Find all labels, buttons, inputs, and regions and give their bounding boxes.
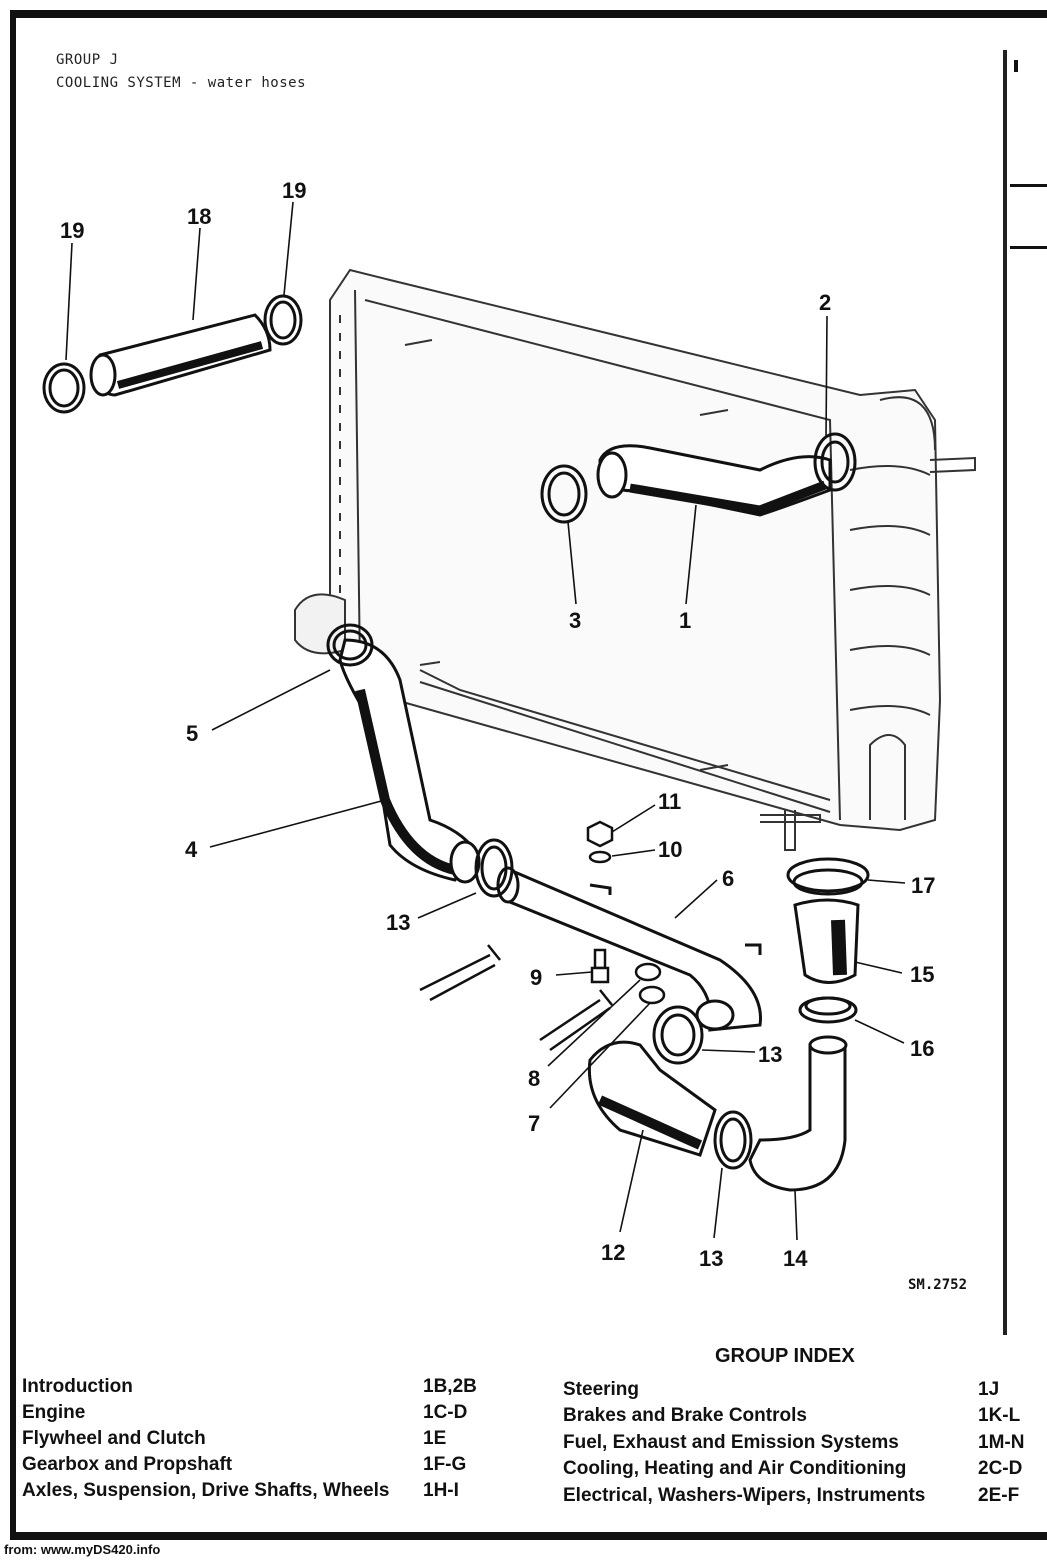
index-entry-code: 1H-I [423,1480,459,1501]
callout: 18 [187,204,211,229]
callout: 6 [722,866,734,891]
index-entry-code: 1C-D [423,1402,468,1423]
source-watermark: from: www.myDS420.info [4,1542,161,1557]
group-heading: GROUP J [56,52,119,68]
index-entry-name: Engine [22,1402,86,1423]
index-entry-name: Steering [563,1379,640,1400]
drawing-reference: SM.2752 [908,1277,968,1293]
index-entry-code: 1F-G [423,1454,467,1475]
hose-4 [326,623,481,884]
callout: 15 [910,962,934,987]
callout: 9 [530,965,542,990]
index-tab-mark [1014,60,1018,72]
index-entry-code: 1B,2B [423,1376,477,1397]
callout: 13 [758,1042,782,1067]
index-tab-mark [1010,184,1047,187]
callout: 16 [910,1036,934,1061]
section-heading: COOLING SYSTEM - water hoses [56,75,307,91]
index-entry-code: 1J [978,1379,1000,1400]
index-entry-code: 2C-D [978,1458,1023,1479]
index-entry-name: Brakes and Brake Controls [563,1405,807,1426]
page-border-left [10,10,16,1538]
index-entry-name: Flywheel and Clutch [22,1428,206,1449]
radiator-drawing [294,268,976,851]
callout: 8 [528,1066,540,1091]
index-entry-name: Cooling, Heating and Air Conditioning [563,1458,907,1479]
callout: 17 [911,873,935,898]
callout: 1 [679,608,691,633]
leader-lines [65,201,906,1241]
hose-12 [587,1005,753,1170]
index-entry-name: Electrical, Washers-Wipers, Instruments [563,1485,926,1506]
index-entry-code: 1K-L [978,1405,1021,1426]
index-entry-name: Axles, Suspension, Drive Shafts, Wheels [22,1480,390,1501]
index-entry-code: 1E [423,1428,447,1449]
hose-1 [540,432,857,524]
index-entry-code: 2E-F [978,1485,1020,1506]
hose-18 [42,294,303,414]
index-entry-name: Introduction [22,1376,133,1397]
callout: 3 [569,608,581,633]
callout: 19 [60,218,84,243]
callout: 19 [282,178,306,203]
callout: 11 [658,789,681,814]
group-index-title: GROUP INDEX [715,1345,855,1367]
pipe-6 [474,838,762,1032]
page-edge-rule [1003,50,1007,1335]
index-entry-name: Fuel, Exhaust and Emission Systems [563,1432,899,1453]
small-parts [419,820,666,1052]
callout: 13 [386,910,410,935]
callout-labels: 19 18 19 2 3 1 5 4 11 10 6 17 13 9 15 8 … [60,178,935,1271]
callout: 4 [185,837,198,862]
callout: 10 [658,837,682,862]
callout: 5 [186,721,198,746]
callout: 13 [699,1246,723,1271]
callout: 14 [783,1246,808,1271]
callout: 7 [528,1111,540,1136]
index-tab-mark [1010,246,1047,249]
filler-neck-15 [786,857,870,1024]
callout: 2 [819,290,831,315]
index-entry-code: 1M-N [978,1432,1025,1453]
page-border-top [12,10,1047,18]
page-border-bottom [10,1532,1047,1540]
hose-14 [748,1035,848,1192]
index-entry-name: Gearbox and Propshaft [22,1454,233,1475]
cooling-hoses-exploded-diagram: 19 18 19 2 3 1 5 4 11 10 6 17 13 9 15 8 … [42,178,976,1271]
callout: 12 [601,1240,625,1265]
